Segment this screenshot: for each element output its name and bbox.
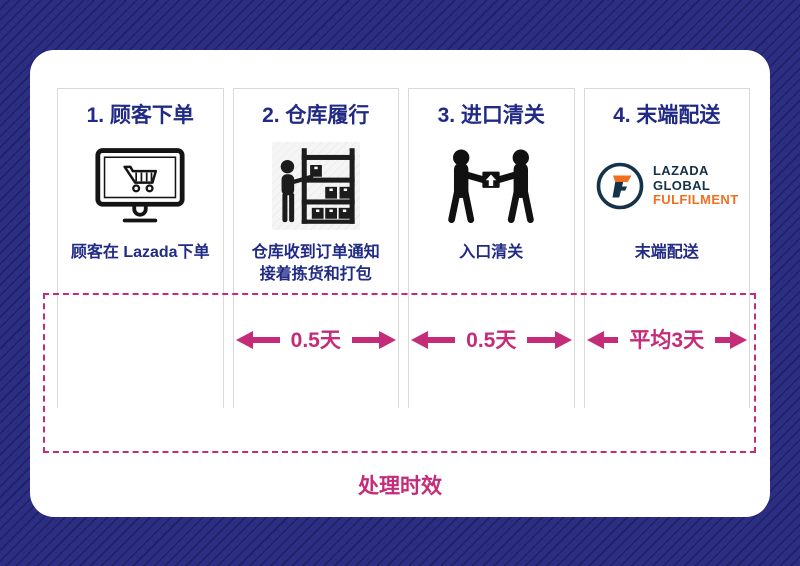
duration-arrow-warehouse: 0.5天 (233, 325, 400, 355)
caption-line: 末端配送 (634, 244, 699, 262)
warehouse-picking-icon (271, 132, 360, 240)
caption-line: 仓库收到订单通知 (251, 244, 380, 262)
step-title: 2. 仓库履行 (262, 104, 370, 127)
monitor-cart-icon (94, 132, 186, 240)
arrow-right-icon (730, 331, 747, 349)
duration-label: 0.5天 (290, 328, 341, 352)
arrow-bar (351, 337, 380, 343)
duration-arrow-customs: 0.5天 (408, 325, 575, 355)
step-caption: 入口清关 (459, 242, 523, 264)
process-steps-row: 1. 顾客下单 顾客在 Lazada下单 (57, 88, 750, 408)
duration-label: 平均3天 (629, 328, 705, 352)
step-card-import-clearance: 3. 进口清关 (408, 88, 575, 408)
step-caption: 末端配送 (635, 242, 699, 264)
step-card-warehouse-fulfilment: 2. 仓库履行 (232, 88, 399, 408)
caption-line: 入口清关 (459, 244, 524, 262)
content-panel: 1. 顾客下单 顾客在 Lazada下单 (30, 50, 770, 517)
duration-arrow-delivery: 平均3天 (584, 325, 751, 355)
arrow-right-icon (379, 331, 397, 349)
lazada-global-fulfilment-logo: LAZADA GLOBAL FULFILMENT (595, 132, 739, 240)
step-title: 3. 进口清关 (437, 104, 545, 127)
duration-cell-empty (57, 325, 224, 355)
arrow-bar (603, 337, 619, 343)
step-card-customer-order: 1. 顾客下单 顾客在 Lazada下单 (57, 88, 224, 408)
lgf-word-lazada: LAZADA (652, 163, 709, 179)
arrow-bar (527, 337, 555, 343)
arrow-left-icon (235, 331, 253, 349)
arrow-right-icon (554, 331, 572, 349)
lgf-word-fulfilment: FULFILMENT (652, 192, 739, 208)
step-card-last-mile-delivery: 4. 末端配送 LAZADA GLOBAL FULFILMENT (583, 88, 750, 408)
processing-time-title: 处理时效 (358, 475, 442, 498)
caption-line: 接着拣货和打包 (259, 265, 372, 283)
arrow-bar (252, 337, 280, 343)
arrow-left-icon (586, 331, 604, 349)
step-title: 4. 末端配送 (613, 104, 721, 127)
step-caption: 仓库收到订单通知 接着拣货和打包 (252, 242, 380, 285)
warehouse-icon-background (271, 142, 360, 231)
arrow-left-icon (411, 331, 428, 349)
lgf-wordmark: LAZADA GLOBAL FULFILMENT (653, 164, 739, 208)
arrow-bar (715, 337, 730, 343)
arrow-bar (428, 337, 456, 343)
lgf-word-global: GLOBAL (652, 177, 711, 193)
step-title: 1. 顾客下单 (86, 104, 194, 127)
duration-label: 0.5天 (466, 328, 517, 352)
lgf-circle-f-icon (596, 162, 644, 210)
step-caption: 顾客在 Lazada下单 (71, 242, 210, 264)
customs-handover-icon (441, 132, 541, 240)
caption-line: 顾客在 Lazada下单 (70, 244, 210, 262)
duration-arrows-row: 0.5天 0.5天 平均3天 (57, 325, 750, 355)
